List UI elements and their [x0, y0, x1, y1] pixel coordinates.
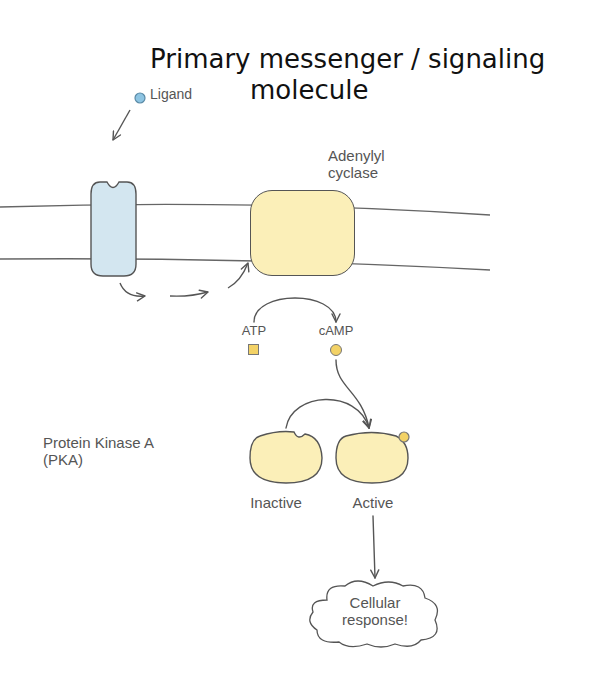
membrane-line	[0, 204, 490, 215]
binding-arrow	[113, 110, 130, 140]
activation-arrow	[228, 263, 248, 288]
molecule-label: ATP	[230, 324, 278, 339]
kinase-outline	[250, 432, 322, 484]
ligand-dot	[135, 93, 145, 103]
activation-arrow	[120, 283, 145, 296]
kinase-node: Active	[334, 428, 412, 514]
kinase-node: Protein Kinase A (PKA)Inactive	[248, 428, 324, 514]
flow-arrow	[286, 399, 369, 428]
kinase-shape	[334, 428, 410, 486]
kinase-outline	[336, 433, 408, 484]
cloud-outline	[310, 581, 438, 647]
kinase-label: Protein Kinase A (PKA)	[43, 434, 173, 469]
flow-arrow	[373, 516, 375, 578]
molecule-label: Ligand	[150, 86, 230, 103]
enzyme-box: Adenylyl cyclase	[250, 190, 355, 276]
response-cloud: Cellular response!	[305, 578, 445, 650]
molecule-node: ATP	[236, 322, 272, 360]
state-label: Inactive	[218, 494, 334, 511]
bound-camp	[399, 432, 409, 442]
activation-arrow	[170, 292, 208, 296]
enzyme-label: Adenylyl cyclase	[328, 147, 408, 182]
flow-arrow	[254, 298, 336, 322]
response-label: Cellular response!	[325, 594, 425, 629]
state-label: Active	[322, 494, 424, 511]
molecule-node: cAMP	[314, 322, 358, 360]
molecule-label: cAMP	[310, 324, 362, 339]
receptor-protein	[91, 182, 136, 276]
atp-square	[248, 344, 259, 355]
camp-dot	[330, 344, 342, 356]
kinase-shape	[248, 428, 324, 486]
flow-arrow	[336, 360, 369, 428]
annotation-title: Primary messenger / signaling molecule	[150, 44, 570, 106]
